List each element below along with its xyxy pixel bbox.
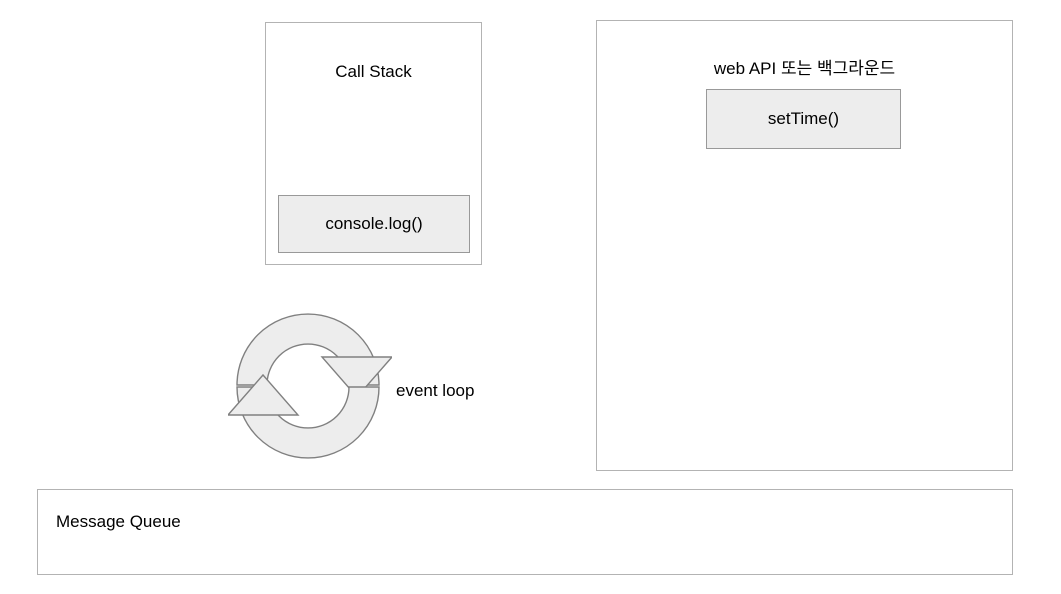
call-stack-panel: Call Stack console.log() (265, 22, 482, 265)
web-api-task-label: setTime() (767, 109, 840, 128)
event-loop-label: event loop (396, 381, 475, 400)
web-api-task-settime: setTime() (706, 89, 901, 149)
event-loop-up-arrowhead (228, 373, 300, 416)
call-stack-frame-label: console.log() (325, 214, 423, 233)
event-loop-icon (228, 313, 392, 459)
web-api-title: web API 또는 백그라운드 (713, 59, 896, 78)
event-loop-down-arrowhead (320, 356, 392, 399)
message-queue-panel: Message Queue (37, 489, 1013, 575)
event-loop-bottom-arc (236, 386, 380, 459)
message-queue-title: Message Queue (56, 512, 181, 531)
call-stack-frame-console-log: console.log() (278, 195, 470, 253)
event-loop-top-arc (236, 313, 380, 386)
web-api-panel: web API 또는 백그라운드 setTime() (596, 20, 1013, 471)
call-stack-title: Call Stack (335, 62, 412, 81)
